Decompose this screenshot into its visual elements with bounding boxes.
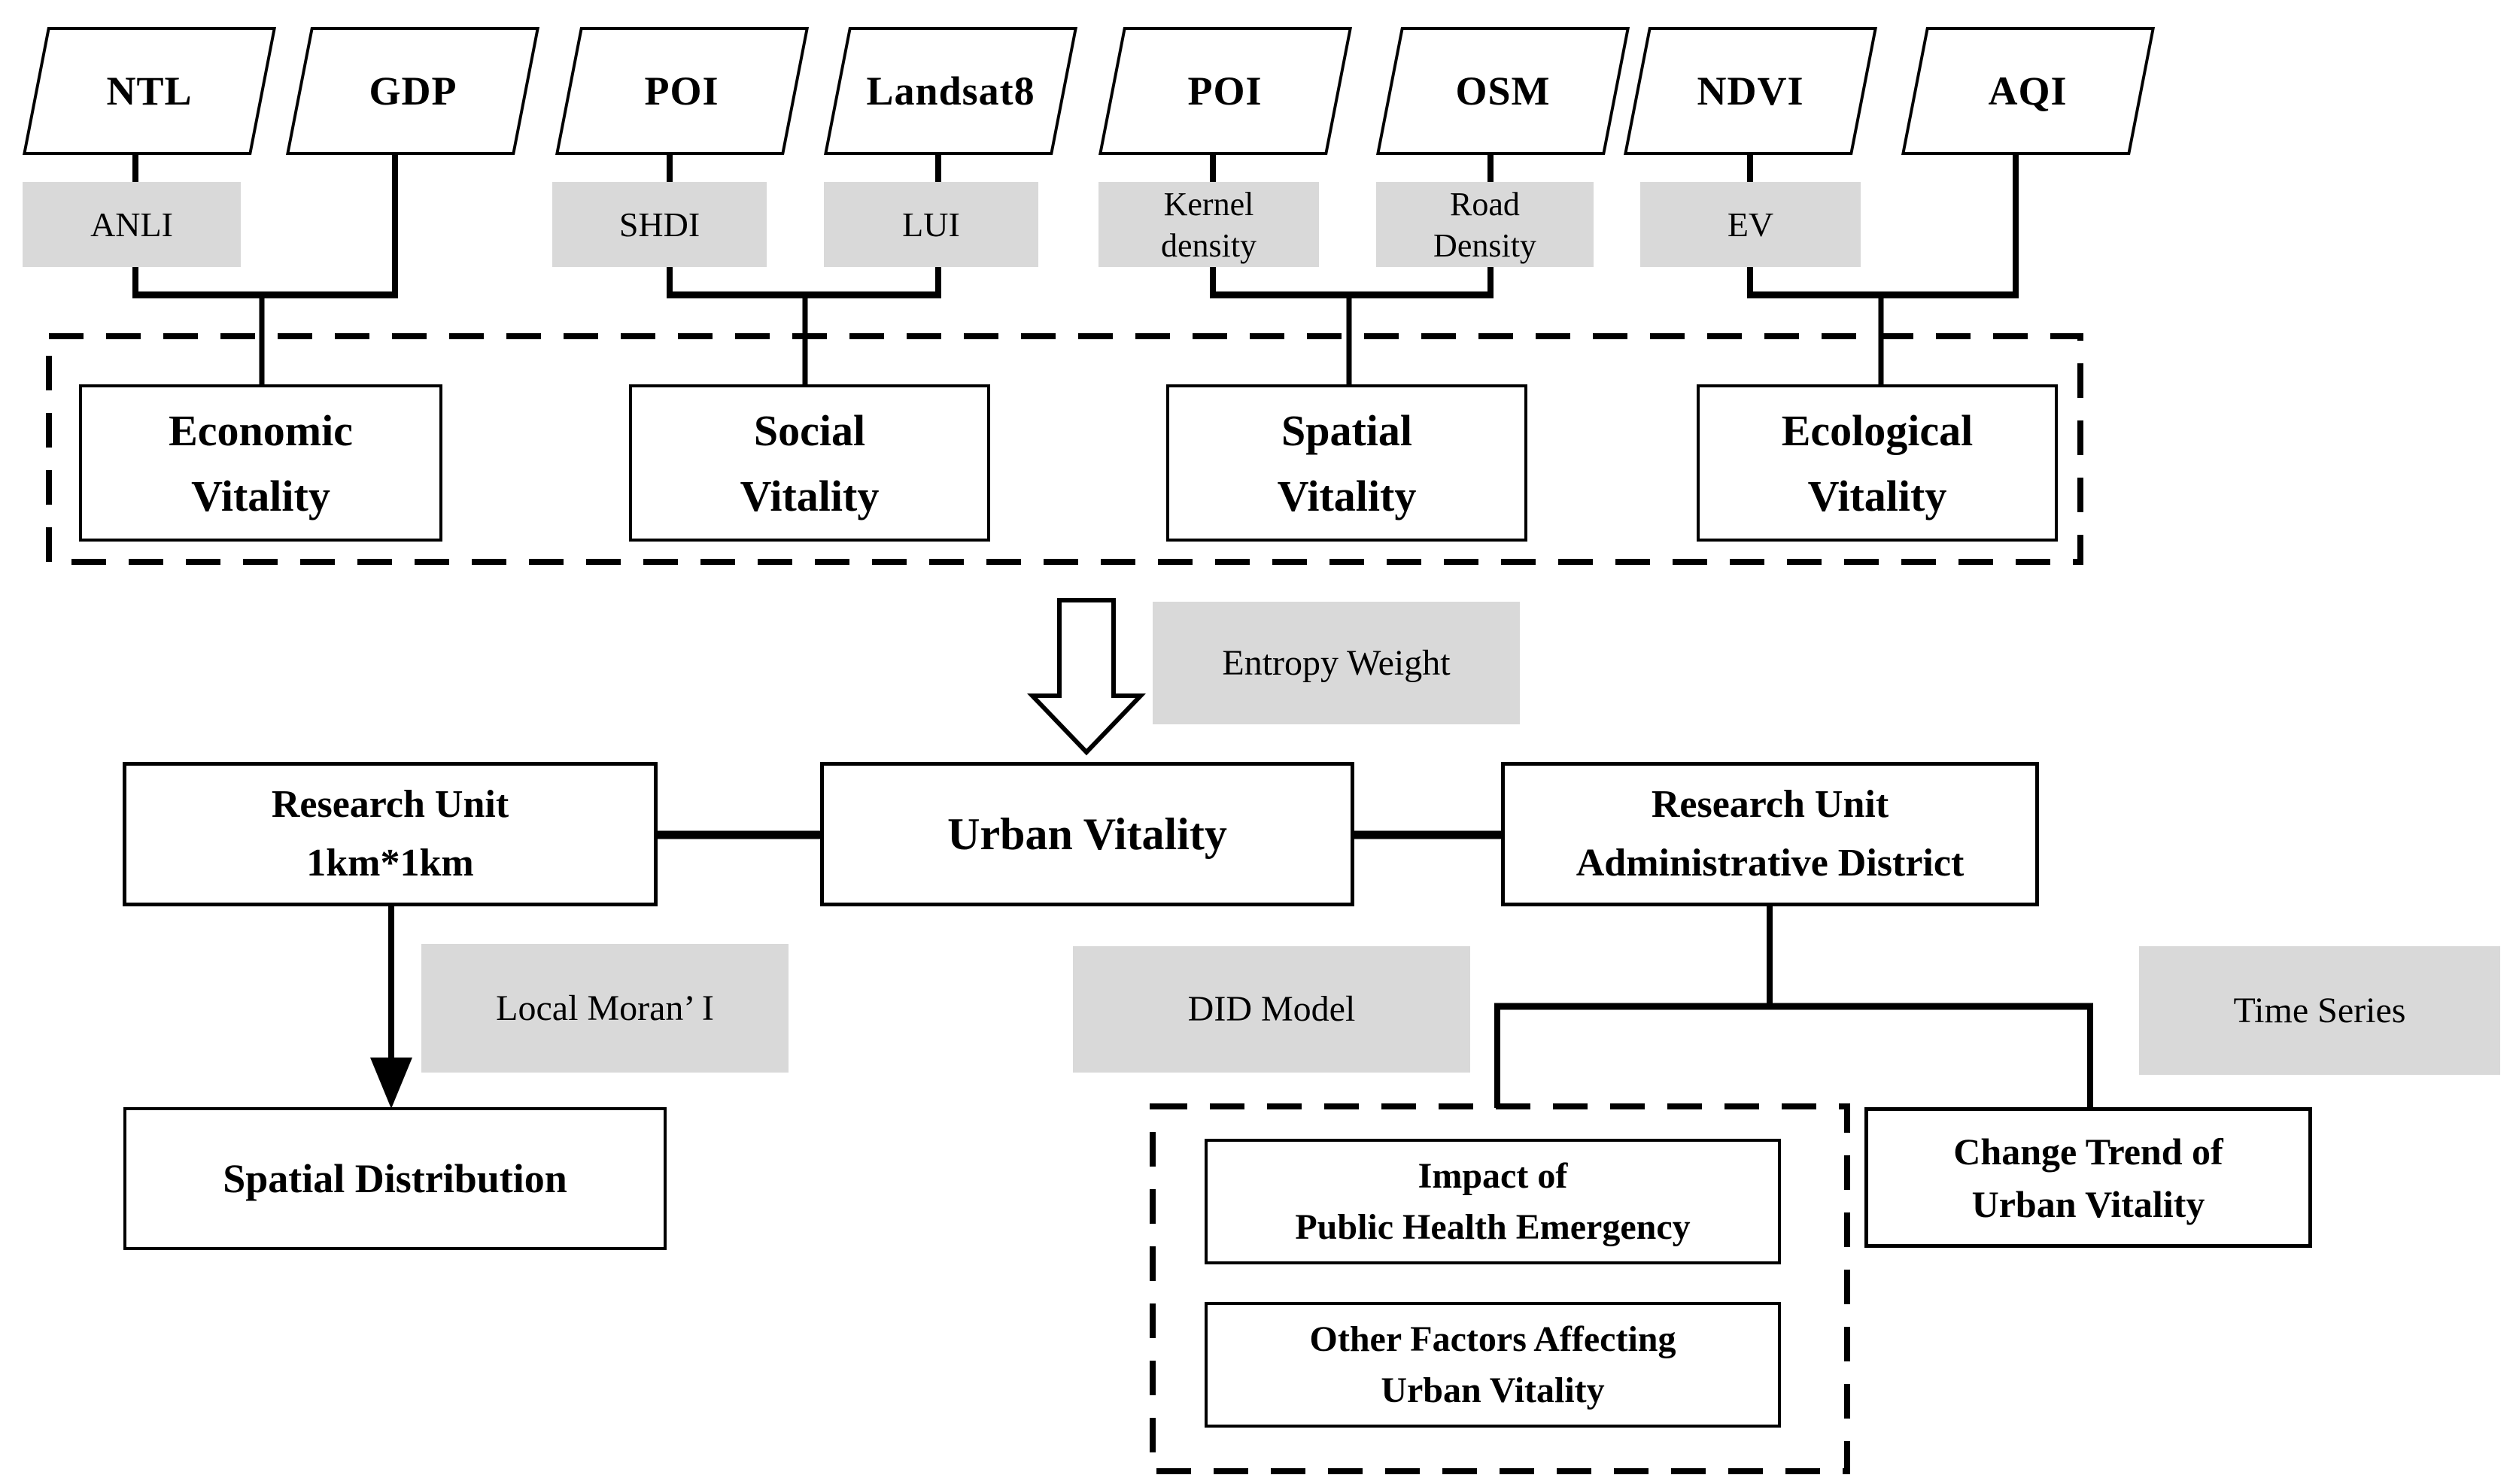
indicator-shdi: SHDI bbox=[552, 182, 767, 267]
source-landsat8-label: Landsat8 bbox=[866, 68, 1035, 114]
vitality-spatial: Spatial Vitality bbox=[1166, 384, 1527, 542]
source-poi-spatial: POI bbox=[1099, 27, 1353, 155]
source-ndvi: NDVI bbox=[1624, 27, 1878, 155]
dashed-frame-impact bbox=[1150, 1103, 1850, 1474]
arrowhead-spatial-distribution-icon bbox=[370, 1058, 412, 1109]
method-did-model: DID Model bbox=[1073, 946, 1470, 1073]
box-other-factors: Other Factors Affecting Urban Vitality bbox=[1205, 1302, 1781, 1428]
source-gdp-label: GDP bbox=[369, 68, 457, 114]
source-osm: OSM bbox=[1376, 27, 1630, 155]
arrow-down-entropy-icon bbox=[1026, 598, 1147, 756]
source-poi-social-label: POI bbox=[645, 68, 720, 114]
indicator-kernel-density: Kernel density bbox=[1099, 182, 1319, 267]
source-aqi: AQI bbox=[1901, 27, 2156, 155]
box-impact-public-health: Impact of Public Health Emergency bbox=[1205, 1139, 1781, 1264]
source-gdp: GDP bbox=[286, 27, 540, 155]
box-spatial-distribution: Spatial Distribution bbox=[123, 1107, 667, 1250]
vitality-ecological: Ecological Vitality bbox=[1697, 384, 2058, 542]
vitality-economic: Economic Vitality bbox=[79, 384, 442, 542]
source-poi-social: POI bbox=[555, 27, 810, 155]
indicator-lui: LUI bbox=[824, 182, 1038, 267]
source-landsat8: Landsat8 bbox=[824, 27, 1078, 155]
method-entropy-weight: Entropy Weight bbox=[1153, 602, 1520, 724]
method-time-series: Time Series bbox=[2139, 946, 2500, 1075]
indicator-ev: EV bbox=[1640, 182, 1861, 267]
box-urban-vitality: Urban Vitality bbox=[820, 762, 1354, 906]
source-aqi-label: AQI bbox=[1989, 68, 2068, 114]
box-change-trend: Change Trend of Urban Vitality bbox=[1864, 1107, 2312, 1248]
indicator-anli: ANLI bbox=[23, 182, 241, 267]
indicator-road-density: Road Density bbox=[1376, 182, 1594, 267]
method-local-moran: Local Moran’ I bbox=[421, 944, 789, 1073]
source-ntl-label: NTL bbox=[106, 68, 193, 114]
source-ntl: NTL bbox=[23, 27, 277, 155]
box-research-unit-grid: Research Unit 1km*1km bbox=[123, 762, 658, 906]
dashed-frame-vitality bbox=[46, 333, 2083, 565]
source-poi-spatial-label: POI bbox=[1188, 68, 1263, 114]
box-research-unit-admin: Research Unit Administrative District bbox=[1501, 762, 2039, 906]
source-osm-label: OSM bbox=[1455, 68, 1551, 114]
vitality-social: Social Vitality bbox=[629, 384, 990, 542]
source-ndvi-label: NDVI bbox=[1697, 68, 1804, 114]
